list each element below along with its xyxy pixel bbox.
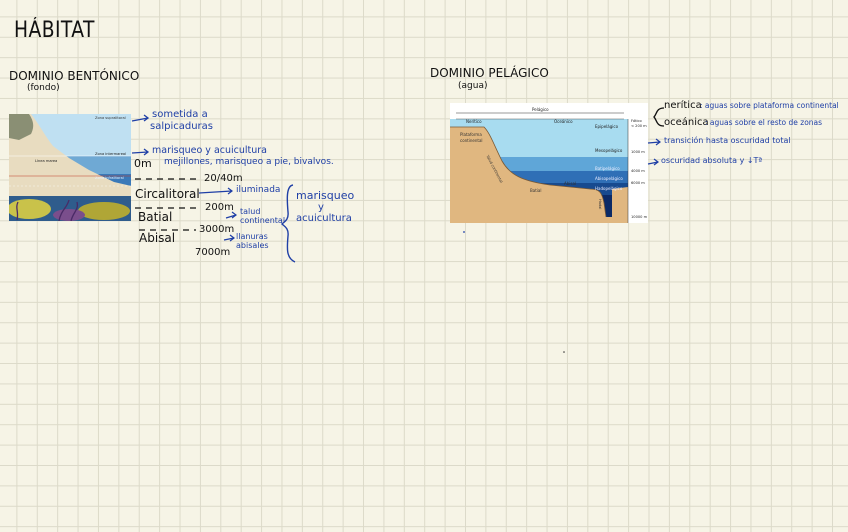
note-neritica-label: nerítica (664, 101, 702, 111)
note-oceanica-label: oceánica (664, 118, 709, 128)
note-oscuridad: oscuridad absoluta y ↓Tª (661, 157, 762, 165)
note-neritica-text: : aguas sobre plataforma continental (700, 102, 839, 110)
note-transicion: transición hasta oscuridad total (664, 137, 791, 145)
note-oceanica-text: : aguas sobre el resto de zonas (705, 119, 822, 127)
